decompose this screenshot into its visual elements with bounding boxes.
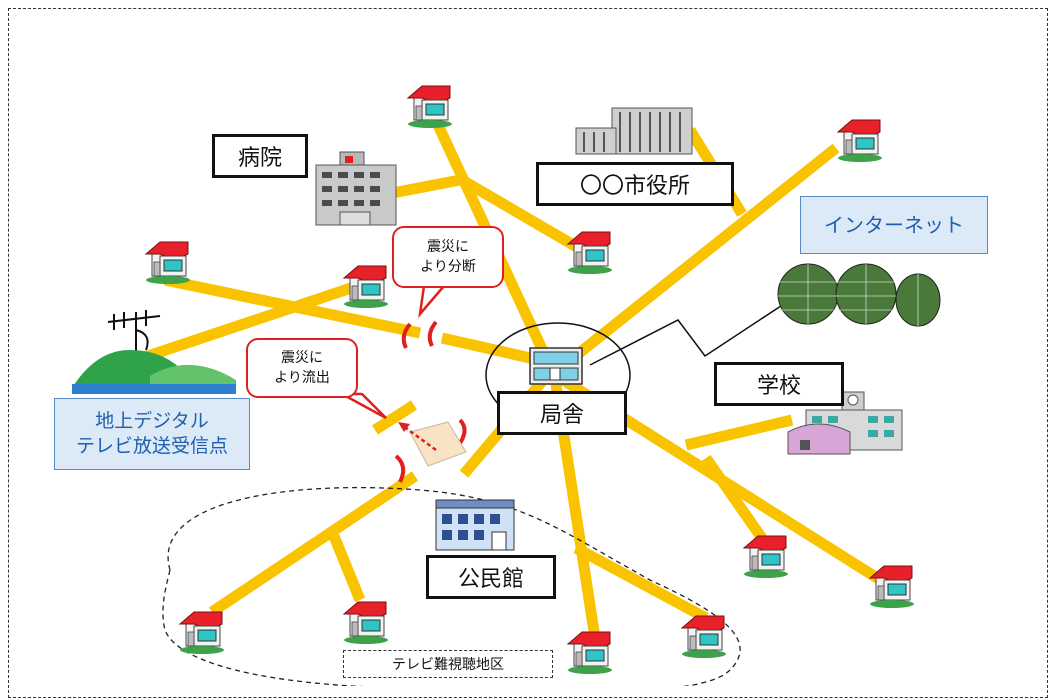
washed-line-1: 震災に [281, 349, 323, 366]
washed-out-section [409, 421, 467, 467]
community-center-building-icon [435, 499, 515, 551]
globe-icon [777, 263, 941, 327]
internet-link [589, 299, 791, 366]
washed-out-callout: 震災に より流出 [246, 338, 358, 398]
district-label: テレビ難視聴地区 [343, 650, 553, 678]
reception-line-1: 地上デジタル [95, 410, 209, 433]
district-boundary [162, 486, 741, 686]
severed-line-2: より分断 [420, 259, 476, 275]
station-label: 局舎 [497, 391, 627, 435]
hospital-building-icon [315, 151, 397, 226]
school-label: 学校 [714, 362, 844, 406]
reception-line-2: テレビ放送受信点 [75, 435, 228, 457]
washed-line-2: より流出 [274, 370, 330, 386]
reception-point-label: 地上デジタル テレビ放送受信点 [54, 398, 250, 470]
internet-label: インターネット [800, 196, 988, 254]
hills-icon [72, 350, 236, 394]
community-center-label: 公民館 [426, 555, 556, 599]
station-building-icon [529, 347, 583, 385]
school-building-icon [787, 391, 903, 455]
severed-callout: 震災に より分断 [392, 226, 504, 288]
city-hall-label: 〇〇市役所 [536, 162, 734, 206]
internet-label-text: インターネット [824, 213, 964, 237]
severed-line-1: 震災に [427, 238, 469, 255]
city-hall-building-icon [575, 107, 693, 155]
hospital-label: 病院 [212, 134, 308, 178]
